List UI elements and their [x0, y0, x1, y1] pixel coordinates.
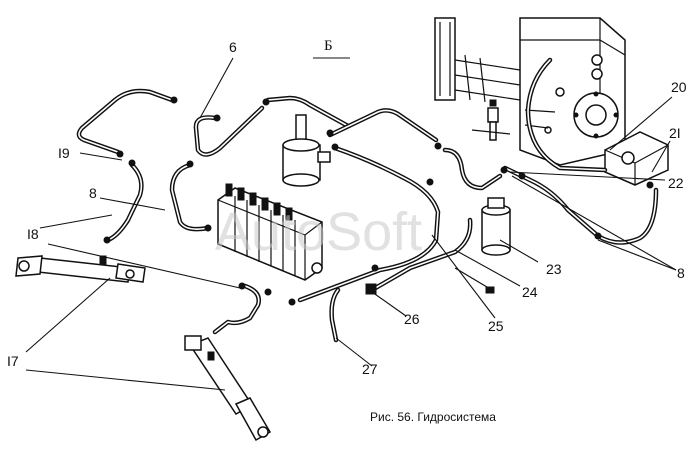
label-22: 22	[668, 175, 684, 191]
hose-fittings	[103, 96, 654, 306]
label-18: I8	[27, 226, 39, 242]
hydraulic-distributor	[217, 183, 323, 281]
hydraulic-cylinder-upper	[15, 255, 146, 283]
part-labels: Б 6 I9 8 I8 I7 20 2I 22 23 24 8 25 26 27	[7, 38, 687, 377]
label-6: 6	[229, 39, 237, 55]
control-valve-upper	[471, 99, 511, 141]
label-25: 25	[488, 318, 504, 334]
figure-caption: Рис. 56. Гидросистема	[370, 410, 496, 424]
label-26: 26	[404, 311, 420, 327]
watermark: AutoSoft	[215, 202, 422, 262]
leader-lines	[25, 57, 677, 391]
label-21: 2I	[669, 125, 681, 141]
hydraulic-hoses	[76, 57, 659, 343]
label-27: 27	[362, 361, 378, 377]
hydraulic-booster	[282, 114, 331, 187]
view-label: Б	[324, 38, 333, 54]
oil-filter	[454, 197, 511, 294]
label-17: I7	[7, 353, 19, 369]
label-20: 20	[671, 79, 687, 95]
label-19: I9	[58, 145, 70, 161]
label-23: 23	[546, 261, 562, 277]
label-8-left: 8	[89, 185, 97, 201]
pump-flange	[573, 91, 619, 139]
label-8-right: 8	[677, 265, 685, 281]
label-24: 24	[522, 284, 538, 300]
hydraulic-cylinder-lower	[184, 335, 272, 442]
